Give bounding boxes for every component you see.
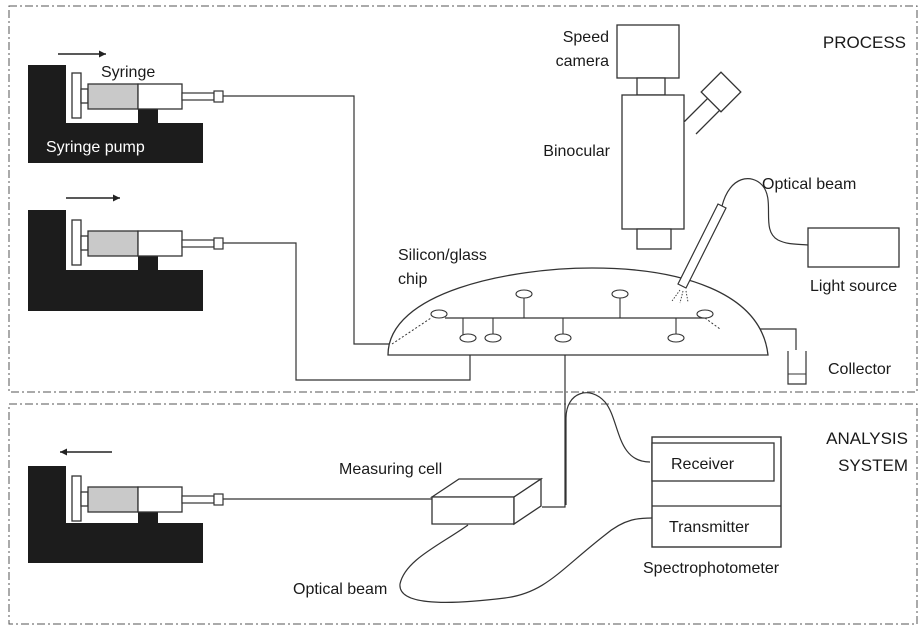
chip-port (554, 333, 572, 343)
optical-beam-bottom-label: Optical beam (293, 581, 387, 598)
syringe-barrel-filled-1 (87, 83, 139, 110)
syringe-barrel-filled-2 (87, 230, 139, 257)
syringe-connector-1 (213, 90, 224, 103)
collector-vessel (787, 351, 807, 385)
binocular-eyepiece (700, 71, 742, 113)
binocular-label: Binocular (543, 143, 610, 160)
chip-port (430, 309, 448, 319)
tube-chip-to-cell (542, 343, 566, 508)
syringe-pump-1: Syringe Syringe pump (28, 50, 224, 163)
syringe-label: Syringe (101, 64, 155, 81)
chip-port (515, 289, 533, 299)
syringe-pump-label: Syringe pump (46, 139, 145, 156)
optical-beam-top-label: Optical beam (762, 176, 856, 193)
collector: Collector (787, 351, 892, 385)
binocular-body (621, 94, 685, 230)
syringe-nozzle-1 (181, 92, 215, 101)
syringe-connector-3 (213, 493, 224, 506)
speed-camera-label-line1: Speed (563, 29, 609, 46)
binocular-objective (636, 228, 672, 250)
chip-body (387, 267, 769, 356)
spectrophotometer: Receiver Transmitter Spectrophotometer (643, 436, 782, 577)
measuring-cell-label: Measuring cell (339, 461, 442, 478)
chip-port (459, 333, 477, 343)
cell-side-face (513, 477, 542, 526)
chip-port (484, 333, 502, 343)
optical-fibre-analysis-lower (399, 517, 653, 603)
syringe-pump-3 (28, 448, 224, 563)
syringe-barrel-filled-3 (87, 486, 139, 513)
syringe-pump-2 (28, 194, 224, 311)
light-source-label: Light source (810, 278, 897, 295)
receiver-box (651, 442, 775, 482)
speed-camera-label-line2: camera (556, 53, 609, 70)
camera-adapter (636, 77, 666, 96)
optical-probe (671, 203, 727, 304)
syringe-barrel-empty-1 (137, 83, 183, 110)
chip-label-line1: Silicon/glass (398, 247, 487, 264)
tube-pump2-to-chip (223, 242, 471, 381)
syringe-connector-2 (213, 237, 224, 250)
transmitter-label: Transmitter (669, 519, 750, 536)
syringe-plunger-plate-1 (71, 72, 82, 119)
light-source-box (807, 227, 900, 268)
camera-and-binocular (616, 24, 742, 250)
chip-port (611, 289, 629, 299)
analysis-section-title-line2: SYSTEM (838, 456, 908, 475)
chip-port (696, 309, 714, 319)
syringe-plunger-rod-1 (80, 88, 89, 104)
silicon-glass-chip: Silicon/glass chip (387, 247, 769, 356)
cell-front-face (431, 496, 515, 525)
chip-port (667, 333, 685, 343)
optical-fibre-top (721, 178, 809, 246)
analysis-section-border (8, 403, 918, 625)
tube-pump1-to-chip (223, 95, 392, 345)
receiver-label: Receiver (671, 456, 735, 473)
analysis-section-title-line1: ANALYSIS (826, 429, 908, 448)
chip-outlet-dotted (704, 317, 721, 330)
collector-label: Collector (828, 361, 892, 378)
tubing (223, 95, 809, 603)
pump-block-3 (28, 466, 203, 563)
spectrophotometer-label: Spectrophotometer (643, 560, 780, 577)
process-section-border (8, 5, 918, 393)
pump-block-2 (28, 210, 203, 311)
chip-label-line2: chip (398, 271, 427, 288)
measuring-cell (429, 477, 544, 526)
pump-block-1 (28, 65, 203, 163)
speed-camera (616, 24, 680, 79)
optical-fibre-analysis (565, 392, 651, 505)
process-section-title: PROCESS (823, 33, 906, 52)
